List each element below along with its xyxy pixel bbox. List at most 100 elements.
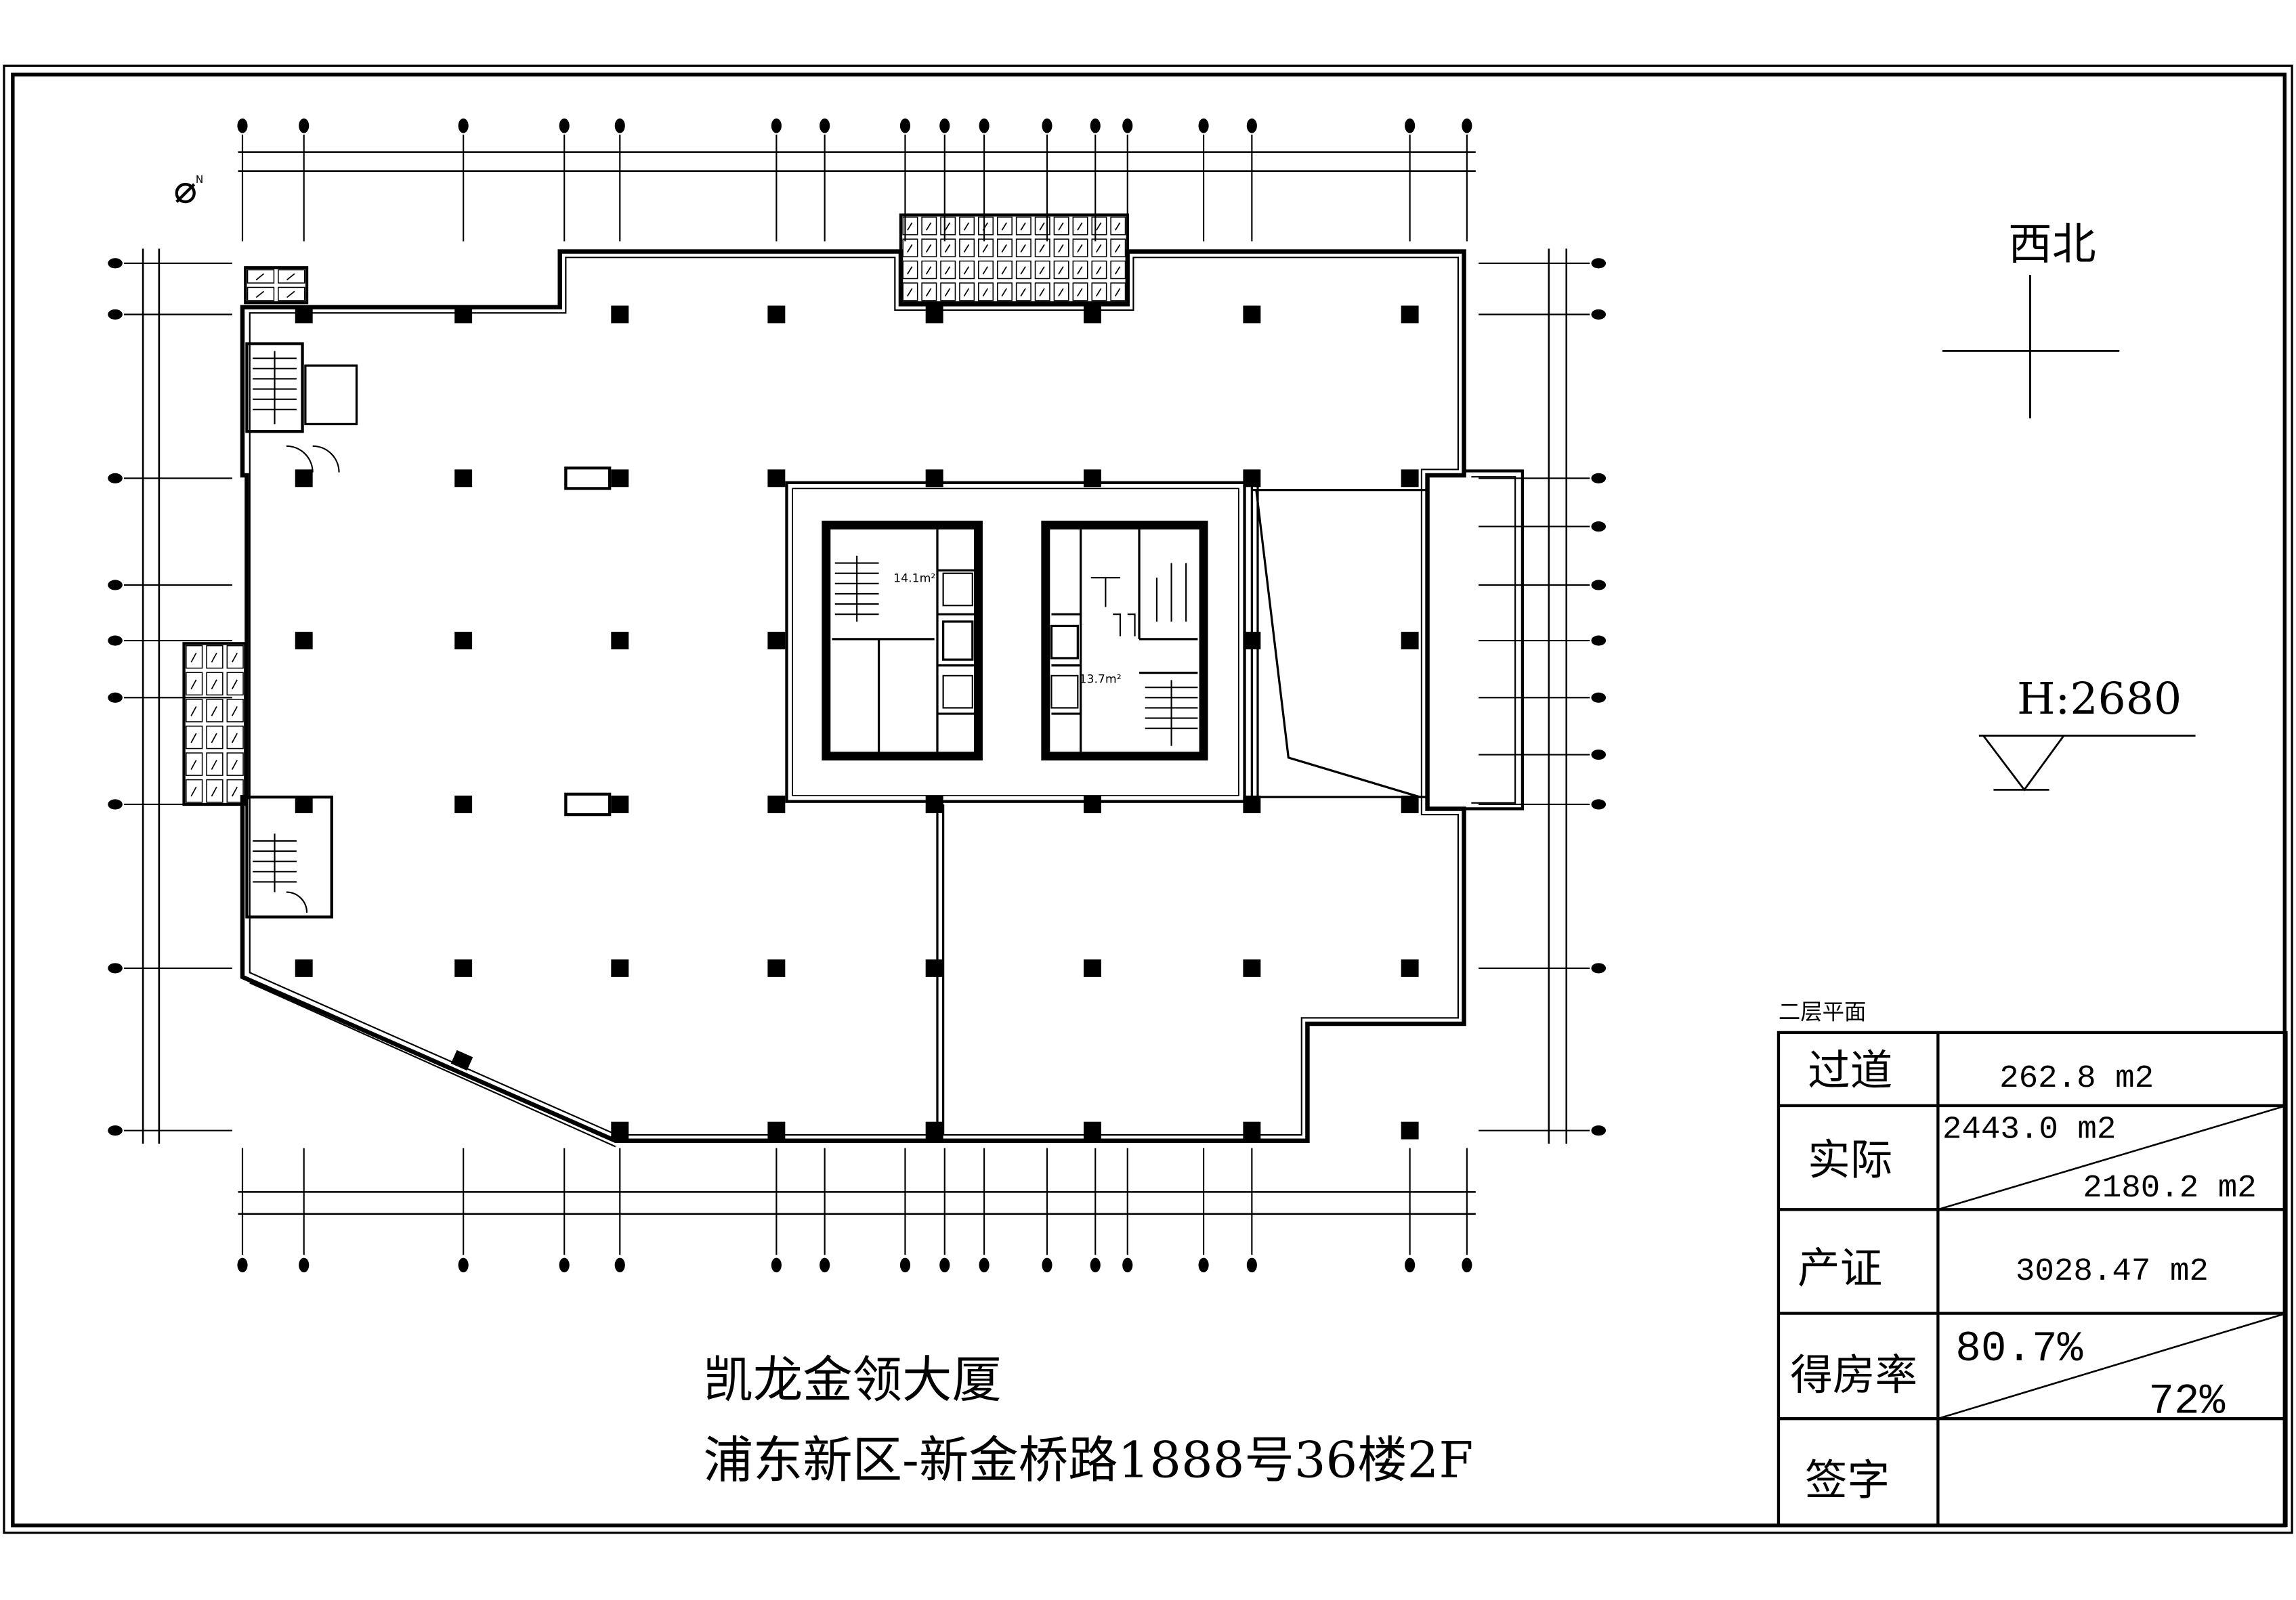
- row-value-bottom: 72%: [2148, 1378, 2225, 1426]
- tile-mark: [1077, 244, 1083, 253]
- tile: [1053, 216, 1069, 236]
- tile-mark: [963, 266, 970, 275]
- tile: [247, 269, 275, 284]
- column: [925, 305, 943, 324]
- tile-mark: [1114, 244, 1121, 253]
- table-row: 产证 3028.47 m2: [1798, 1243, 2209, 1293]
- tile-mark: [1095, 288, 1102, 297]
- right-bay-inner: [1471, 476, 1516, 804]
- tile-mark: [211, 652, 217, 663]
- grid-axis-bubble: [299, 118, 310, 133]
- orientation-cross: [1942, 275, 2120, 418]
- column: [295, 796, 313, 813]
- column: [1243, 1121, 1261, 1140]
- tile-block: [244, 266, 309, 305]
- tile-mark: [982, 222, 989, 231]
- grid-axis-bubble: [1042, 1257, 1053, 1273]
- grid-axis-bubble: [1462, 118, 1472, 133]
- column-duct: [564, 792, 612, 817]
- row-label: 过道: [1808, 1046, 1892, 1096]
- tile: [1034, 216, 1050, 236]
- column: [295, 469, 313, 488]
- tile: [247, 286, 275, 301]
- column: [611, 305, 629, 324]
- column: [1083, 469, 1101, 488]
- tile: [1053, 260, 1069, 280]
- tile: [921, 238, 937, 257]
- tile-mark: [1020, 288, 1026, 297]
- tile-mark: [906, 288, 913, 297]
- tile: [996, 216, 1013, 236]
- tile-mark: [1095, 222, 1102, 231]
- tile: [921, 282, 937, 301]
- tile-mark: [190, 786, 197, 797]
- sw-facade: [249, 982, 616, 1148]
- tile: [902, 238, 918, 257]
- elevation-label: H:2680: [2017, 674, 2182, 725]
- tile-mark: [982, 288, 989, 297]
- tile: [1110, 260, 1126, 280]
- column: [1401, 1121, 1419, 1140]
- grid-axis-bubble: [1122, 1257, 1133, 1273]
- grid-axis-bubble: [1042, 118, 1053, 133]
- grid-axis-bubble: [771, 118, 782, 133]
- tile-mark: [982, 244, 989, 253]
- tile-mark: [944, 222, 951, 231]
- tile-mark: [982, 266, 989, 275]
- table-caption: 二层平面: [1779, 999, 1867, 1024]
- column: [611, 469, 629, 488]
- column: [767, 632, 786, 650]
- tile: [186, 699, 203, 722]
- tile-mark: [211, 733, 217, 743]
- building-name: 凯龙金领大厦: [703, 1352, 1002, 1409]
- outer-frame: [3, 64, 2293, 1534]
- column: [295, 959, 313, 977]
- elevation-symbol: [1978, 735, 2196, 792]
- tile: [996, 260, 1013, 280]
- tile-mark: [1077, 266, 1083, 275]
- column: [454, 469, 473, 488]
- grid-axis-bubble: [108, 473, 123, 483]
- column: [295, 305, 313, 324]
- tile: [278, 286, 305, 301]
- column: [295, 632, 313, 650]
- tile-mark: [1114, 266, 1121, 275]
- column: [767, 959, 786, 977]
- grid-axis-bubble: [899, 1257, 911, 1273]
- grid-axis-bubble: [1591, 635, 1607, 646]
- column: [611, 632, 629, 650]
- column: [767, 1121, 786, 1140]
- column: [1083, 959, 1101, 977]
- grid-axis-bubble: [1198, 118, 1209, 133]
- grid-axis-bubble: [1591, 799, 1607, 810]
- grid-axis-bubble: [237, 118, 248, 133]
- table-row: 过道 262.8 m2: [1808, 1046, 2154, 1097]
- grid-axis-bubble: [1591, 963, 1607, 974]
- tile-mark: [190, 760, 197, 770]
- tile: [186, 779, 203, 803]
- grid-axis-bubble: [1591, 580, 1607, 590]
- tile: [940, 238, 956, 257]
- tile-mark: [1077, 222, 1083, 231]
- tile: [206, 645, 224, 669]
- tile: [902, 282, 918, 301]
- grid-axis-bubble: [1591, 258, 1607, 269]
- column: [611, 959, 629, 977]
- tile: [186, 752, 203, 776]
- tile-mark: [255, 290, 265, 299]
- tile: [1091, 260, 1107, 280]
- tile-mark: [963, 244, 970, 253]
- tile: [902, 216, 918, 236]
- tile-mark: [211, 786, 217, 797]
- tile: [1015, 216, 1032, 236]
- tile: [959, 216, 975, 236]
- tile: [1110, 238, 1126, 257]
- tile-mark: [190, 733, 197, 743]
- tile: [1072, 282, 1088, 301]
- inner-frame: [11, 72, 2287, 1528]
- structural-columns: [295, 305, 1419, 1140]
- tile: [1072, 238, 1088, 257]
- row-label: 签字: [1805, 1455, 1890, 1505]
- tile: [1072, 260, 1088, 280]
- row-value-bottom: 2180.2 m2: [2083, 1170, 2257, 1207]
